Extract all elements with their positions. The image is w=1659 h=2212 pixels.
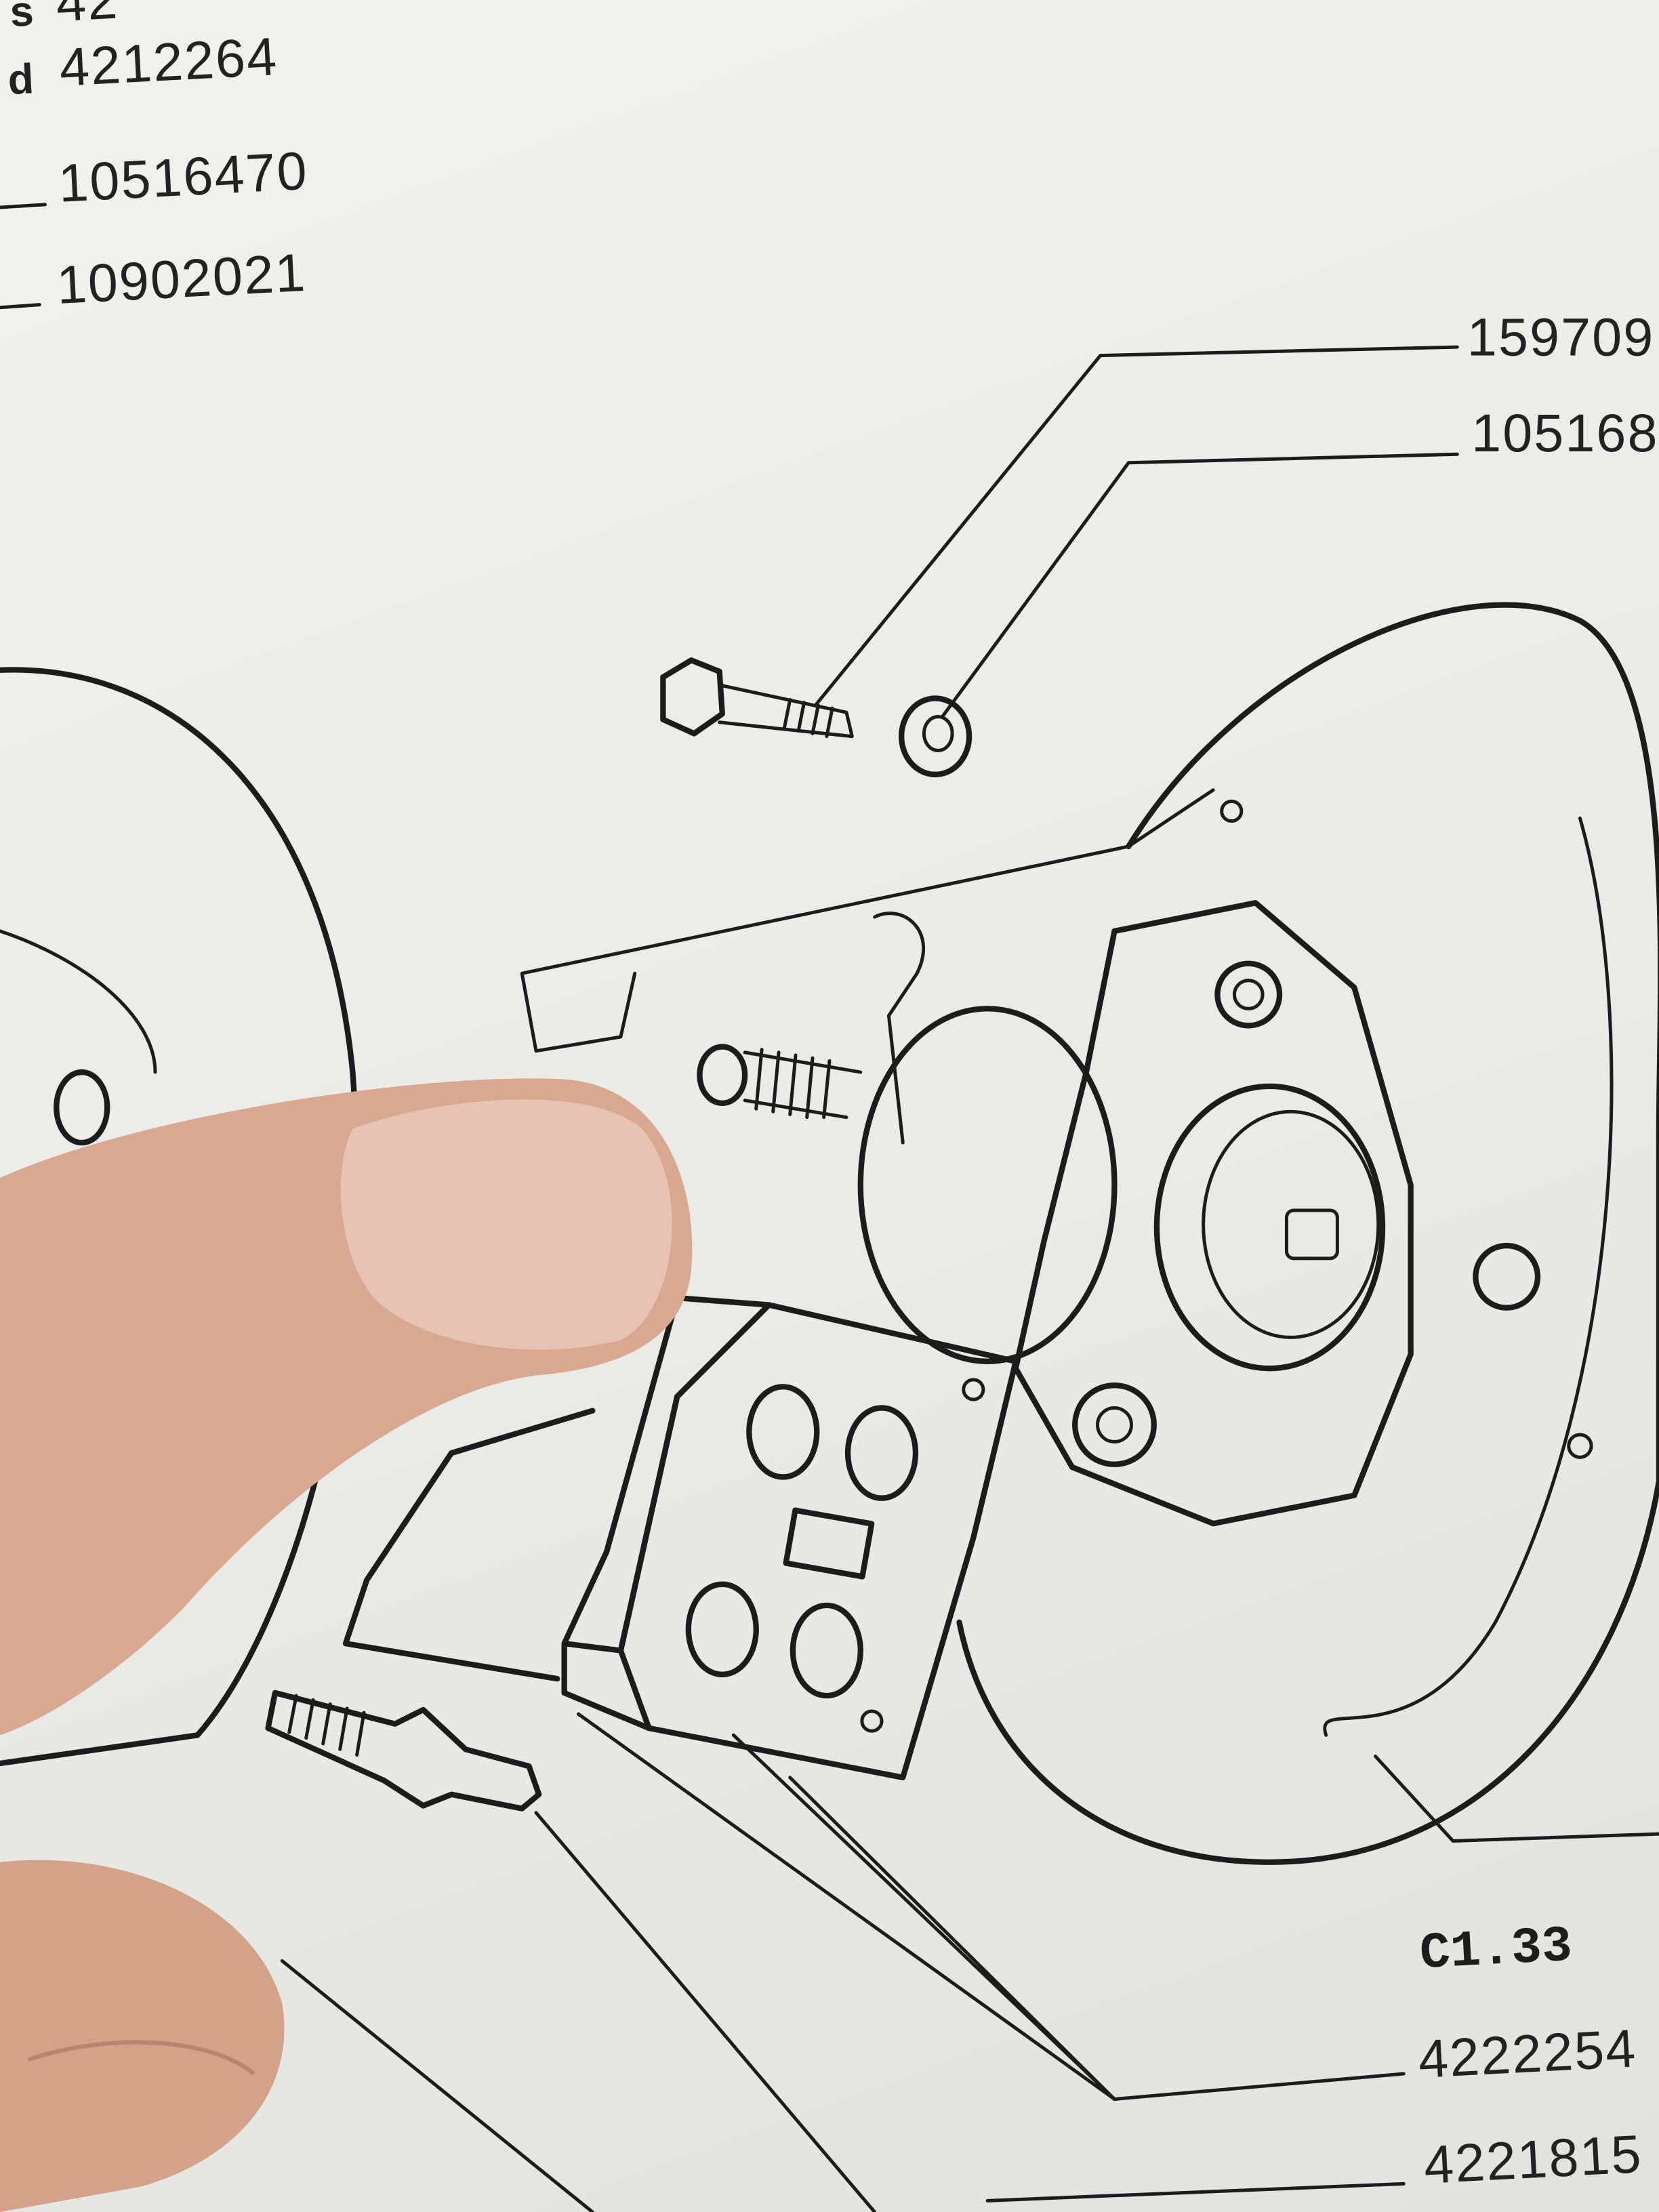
label-s-prefix: s	[9, 0, 35, 36]
label-159709: 159709	[1467, 307, 1654, 367]
backing-plate	[520, 602, 1659, 1865]
brake-pad-rear	[342, 1408, 596, 1682]
leader-plate	[1374, 1755, 1659, 1843]
label-4212264: 4212264	[58, 26, 279, 98]
brake-pad-friction	[561, 1294, 772, 1732]
pointing-finger	[0, 1078, 693, 2212]
label-page-ref: C1.33	[1418, 1918, 1574, 1984]
leader-washer	[941, 452, 1459, 718]
caliper-body	[857, 900, 1541, 1527]
leader-pads	[576, 1712, 1406, 2101]
guide-pin	[265, 1689, 542, 1811]
label-105168: 105168	[1471, 403, 1658, 463]
caliper-spring	[697, 912, 926, 1145]
label-10902021: 10902021	[55, 242, 308, 315]
leader-pin	[280, 1811, 1406, 2212]
label-4222254: 4222254	[1417, 2018, 1639, 2089]
label-d-prefix: d	[7, 55, 35, 104]
leader-lines-left	[0, 203, 47, 310]
brake-disc	[0, 667, 359, 1767]
bolt-part	[660, 657, 854, 739]
washer-part	[899, 695, 972, 777]
label-top-partial: 42	[54, 0, 120, 33]
brake-pad-front	[617, 1302, 1019, 1781]
label-10516470: 10516470	[57, 140, 310, 213]
leader-bolt	[813, 345, 1459, 708]
label-4221815: 4221815	[1422, 2123, 1644, 2195]
